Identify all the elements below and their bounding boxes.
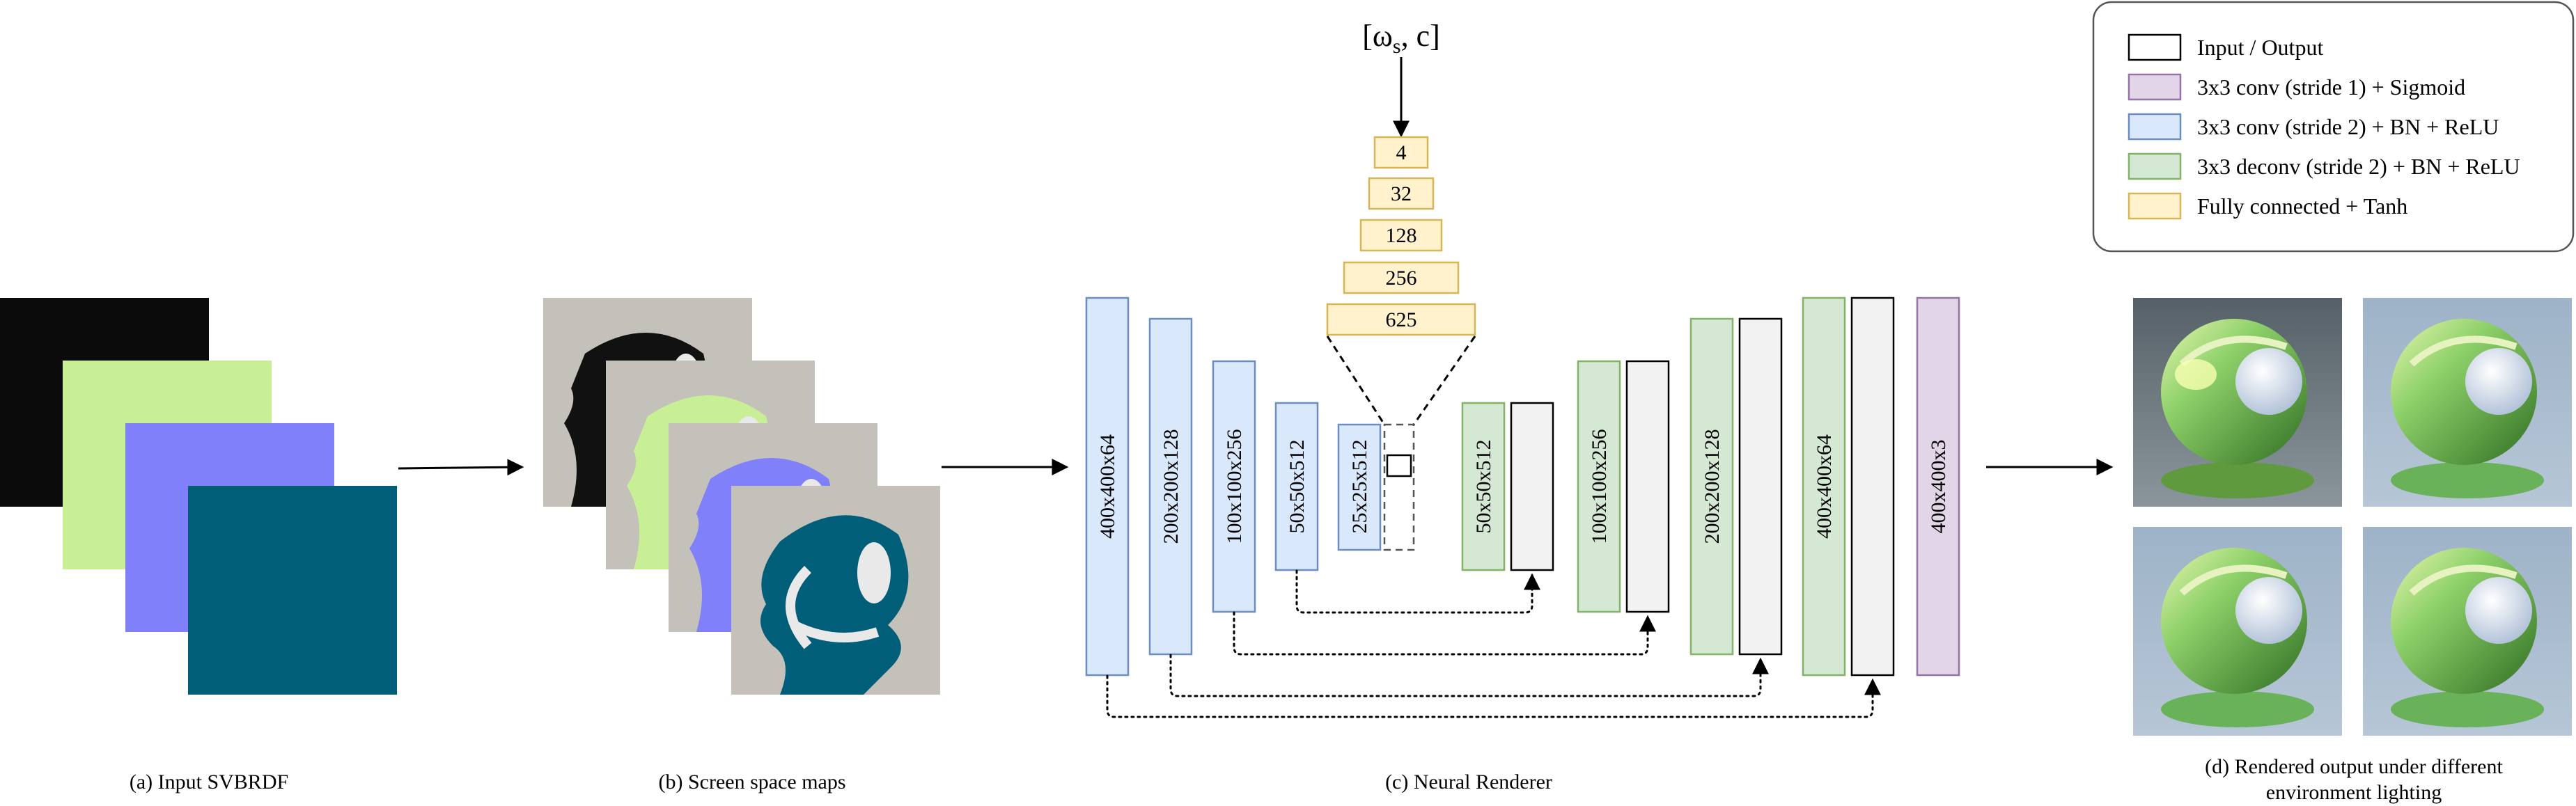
legend-swatch-deconv-bn-relu [2128, 152, 2182, 180]
output-block [1916, 297, 1960, 677]
skip-feature-box [1625, 360, 1670, 613]
legend-label: Fully connected + Tanh [2197, 193, 2407, 219]
fc-layer [1373, 136, 1429, 169]
fc-layer-label: 128 [1386, 224, 1417, 247]
caption-a: (a) Input SVBRDF [130, 771, 288, 793]
condition-label: [ωs, c] [1362, 19, 1440, 58]
caption-c: (c) Neural Renderer [1385, 771, 1552, 793]
fc-layer [1326, 303, 1476, 336]
fc-layer-label: 4 [1396, 141, 1407, 164]
arrow-a-to-b [398, 459, 524, 476]
caption-d-line2: environment lighting [2266, 781, 2442, 804]
fc-layer [1368, 177, 1435, 210]
legend-swatch-input-output [2128, 33, 2182, 61]
encoder-block-label: 200x200x128 [1160, 429, 1182, 544]
decoder-block-label: 200x200x128 [1701, 429, 1724, 544]
legend-label: 3x3 conv (stride 1) + Sigmoid [2197, 74, 2465, 100]
encoder-block [1337, 423, 1382, 551]
legend-swatch-conv-sigmoid [2128, 73, 2182, 101]
skip-feature-box [1510, 402, 1554, 571]
encoder-block-label: 25x25x512 [1348, 440, 1371, 534]
encoder-block-label: 400x400x64 [1096, 434, 1119, 539]
fc-layer-label: 256 [1386, 267, 1417, 290]
rendered-output-4 [2363, 527, 2572, 736]
fc-reshape-funnel [1326, 335, 1476, 551]
legend-swatch-conv-bn-relu [2128, 113, 2182, 141]
skip-feature-box [1738, 317, 1783, 656]
decoder-block [1461, 402, 1506, 571]
decoder: 50x50x512 100x100x256 200x200x128 400x40… [1461, 297, 1895, 677]
screen-space-maps [543, 298, 940, 695]
legend-swatch-fully-connected [2128, 192, 2182, 220]
output-block-label: 400x400x3 [1927, 440, 1950, 534]
screen-map-4 [731, 486, 940, 695]
legend-frame [2092, 1, 2575, 253]
caption-b: (b) Screen space maps [658, 771, 845, 793]
encoder-block-label: 100x100x256 [1223, 429, 1246, 544]
encoder-block [1085, 297, 1130, 677]
decoder-block [1689, 317, 1734, 656]
legend: Input / Output 3x3 conv (stride 1) + Sig… [2092, 1, 2575, 253]
encoder-block [1212, 360, 1256, 613]
fc-layer-label: 625 [1386, 308, 1417, 331]
encoder-block-label: 50x50x512 [1286, 440, 1309, 534]
caption-d-line1: (d) Rendered output under different [2205, 755, 2503, 778]
decoder-block-label: 400x400x64 [1813, 434, 1836, 539]
decoder-block [1802, 297, 1846, 677]
legend-label: 3x3 deconv (stride 2) + BN + ReLU [2197, 154, 2520, 179]
legend-label: 3x3 conv (stride 2) + BN + ReLU [2197, 114, 2499, 139]
rendered-output-3 [2133, 527, 2342, 736]
encoder-block [1148, 317, 1193, 656]
decoder-block-label: 50x50x512 [1472, 440, 1495, 534]
legend-label: Input / Output [2197, 35, 2323, 60]
decoder-block-label: 100x100x256 [1588, 429, 1611, 544]
fc-layer-label: 32 [1391, 182, 1412, 205]
rendered-output-1 [2133, 298, 2342, 507]
rendered-output-2 [2363, 298, 2572, 507]
rendered-outputs [2133, 298, 2572, 736]
svbrdf-stack [0, 298, 397, 695]
fc-stack: 4 32 128 256 625 [1326, 136, 1476, 336]
fc-reshaped-feature [1386, 454, 1412, 477]
decoder-block [1577, 360, 1621, 613]
skip-feature-box [1850, 297, 1895, 677]
fc-layer [1343, 261, 1460, 294]
svbrdf-roughness-map [188, 486, 397, 695]
skip-connections [1106, 569, 1881, 718]
fc-layer [1359, 219, 1443, 252]
